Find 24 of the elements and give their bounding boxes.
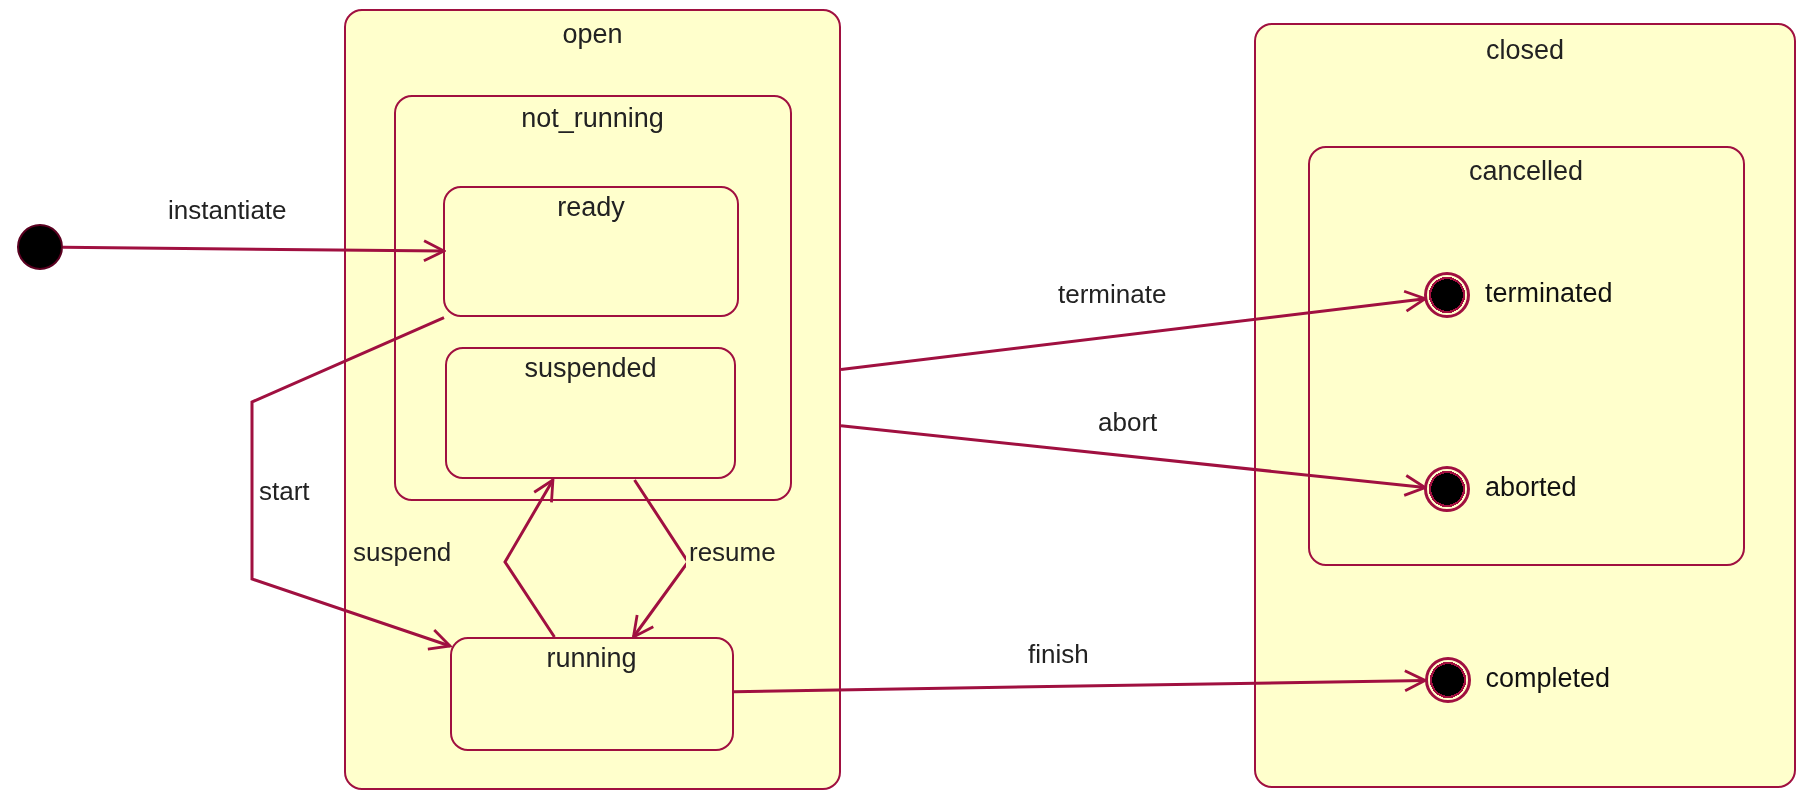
transition-arrow [840,289,1427,371]
transition-arrow [733,669,1427,694]
state-name: not_running [521,102,664,134]
state-box [445,347,736,479]
state-box [393,94,792,501]
state-box [449,636,734,751]
state-name: aborted [1485,471,1577,503]
state-name: closed [1485,35,1564,66]
state-name: completed [1485,662,1611,694]
state-name: suspended [524,353,657,384]
transition-arrow [63,239,446,263]
state-name: open [562,19,623,50]
state-name: terminated [1485,277,1613,309]
state-name: ready [557,192,625,223]
state-name: cancelled [1468,155,1584,187]
initial-state-dot [17,224,63,270]
state-box [443,186,739,317]
transition-arrow [503,478,556,638]
state-name: running [546,642,637,674]
state-box [1307,145,1745,566]
state-box [344,9,841,790]
transition-arrow [840,424,1427,497]
transition-arrow [250,316,452,651]
state-box [1254,23,1796,788]
